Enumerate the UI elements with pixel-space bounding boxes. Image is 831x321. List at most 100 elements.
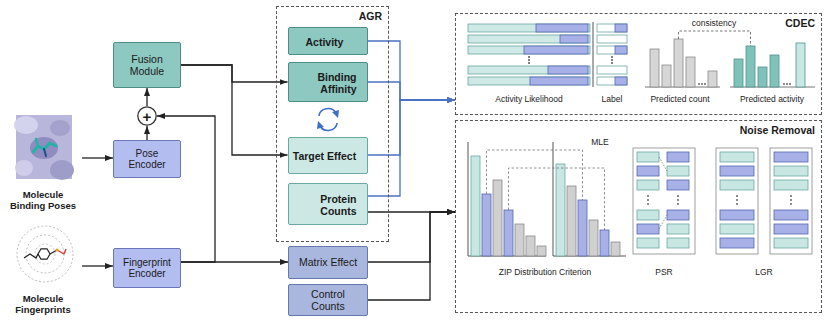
plus-sign: + (143, 109, 152, 124)
annotation-label: Label (602, 95, 623, 105)
illustration-part (14, 116, 38, 134)
label-holder: MLE (591, 138, 608, 148)
connector (181, 65, 288, 155)
illustration-part (536, 24, 588, 32)
illustration-part (734, 59, 743, 87)
illustration-part (774, 224, 808, 234)
group-heading: Noise Removal (456, 124, 815, 136)
connector (368, 212, 455, 300)
illustration-part (783, 83, 791, 85)
box-label: Matrix Effect (299, 256, 357, 268)
annotation-label: Predicted activity (740, 95, 804, 105)
illustration-part (704, 83, 706, 85)
group-heading: AGR (277, 10, 382, 22)
illustration-part (659, 215, 667, 229)
illustration-part (637, 166, 659, 176)
annotation-label: LGR (755, 268, 772, 278)
illustration-part (758, 67, 767, 87)
illustration-part (611, 59, 613, 61)
illustration-part (677, 195, 679, 197)
annotation-label: MLE (591, 138, 608, 148)
process-box: Control Counts (288, 284, 368, 316)
illustration-part (647, 195, 649, 197)
psr-panel (633, 148, 695, 254)
illustration-part (471, 156, 620, 256)
illustration-part (790, 199, 792, 201)
annotation-label: ZIP Distribution Criterion (499, 268, 591, 278)
box-label: Protein Counts (293, 193, 357, 217)
annotation-label: Predicted count (650, 95, 709, 105)
illustration-part (332, 110, 339, 118)
illustration-part (578, 200, 587, 256)
illustration-part (774, 180, 808, 190)
illustration-part (528, 59, 530, 61)
group-box: AGR ActivityBinding AffinityTarget Effect… (276, 6, 389, 242)
connector (368, 100, 456, 196)
illustration-part (647, 195, 679, 205)
illustration-part (36, 139, 38, 146)
illustration-part (468, 35, 590, 43)
label-holder: Activity Likelihood (495, 95, 563, 105)
illustration-part (667, 238, 689, 248)
illustration-part (720, 238, 754, 248)
illustration-part (789, 83, 791, 85)
illustration-part (736, 203, 738, 205)
illustration-part (647, 203, 649, 205)
illustration-part (736, 195, 792, 205)
illustration-part (50, 160, 74, 180)
label-holder: Predicted activity (740, 95, 804, 105)
process-box: Fingerprint Encoder (113, 248, 181, 288)
illustration-part (468, 142, 546, 256)
illustration-part (548, 66, 588, 74)
illustration-part (482, 194, 491, 256)
illustration-part (611, 56, 613, 58)
box-label: Fingerprint Encoder (118, 257, 176, 280)
illustration-part (698, 83, 700, 85)
illustration-part (504, 210, 513, 256)
illustration-part (567, 186, 576, 256)
illustration-part (560, 35, 588, 43)
illustration-part (597, 35, 627, 43)
illustration-part (637, 224, 659, 234)
connector (82, 157, 113, 158)
illustration-part (774, 152, 808, 162)
illustration-part (686, 57, 695, 87)
box-label: Fusion Module (118, 53, 176, 77)
illustration-part (468, 66, 590, 74)
illustration-part (597, 24, 627, 32)
illustration-part (662, 65, 671, 87)
illustration-part (790, 203, 792, 205)
illustration-part (611, 62, 613, 64)
process-box: Pose Encoder (113, 140, 181, 178)
process-box: Activity (288, 27, 368, 55)
illustration-part (530, 77, 588, 85)
illustration-part (736, 199, 738, 201)
process-box: Target Effect (288, 137, 368, 174)
group-box: Noise Removal (455, 120, 822, 313)
illustration-part (774, 238, 808, 248)
box-label: Target Effect (293, 150, 356, 162)
illustration-part (796, 43, 805, 87)
illustration-part (659, 157, 667, 171)
illustration-part (698, 83, 706, 85)
process-box: Binding Affinity (288, 62, 368, 102)
illustration-part (786, 83, 788, 85)
binding-pose-picture (14, 115, 74, 180)
illustration-part (701, 83, 703, 85)
illustration-part (17, 226, 73, 282)
label-holder: PSR (655, 268, 672, 278)
label-holder: consistency (692, 19, 736, 29)
lgr-panel (716, 148, 812, 254)
illustration-part (50, 120, 70, 136)
likelihood-table (468, 22, 627, 87)
illustration-part (637, 152, 659, 162)
annotation-label: consistency (692, 19, 736, 29)
illustration-part (487, 150, 583, 200)
illustration-part (667, 152, 689, 162)
illustration-part (317, 121, 324, 129)
illustration-part (650, 39, 717, 87)
illustration-part (746, 46, 755, 87)
illustration-part (720, 166, 754, 176)
illustration-part (674, 39, 683, 87)
illustration-part (783, 83, 785, 85)
